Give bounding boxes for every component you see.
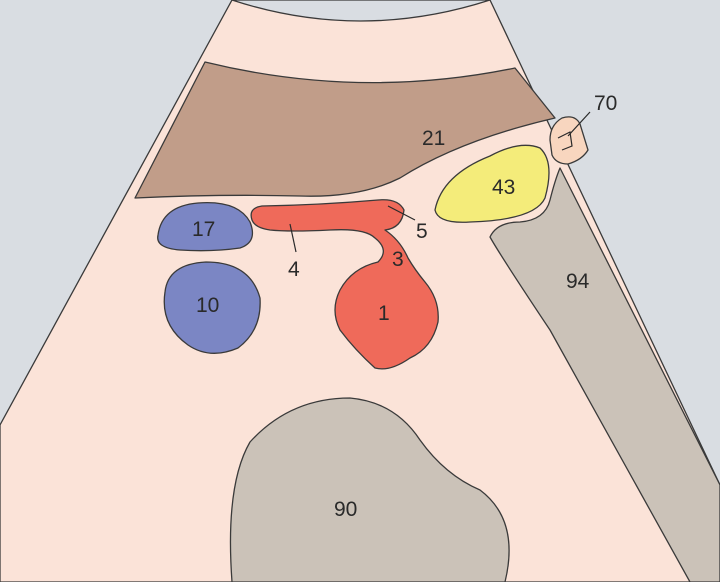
label-5: 5 <box>416 220 428 243</box>
label-4: 4 <box>288 258 300 281</box>
label-1: 1 <box>378 302 390 325</box>
label-17: 17 <box>192 218 215 241</box>
label-94: 94 <box>566 270 590 293</box>
label-70: 70 <box>594 92 617 115</box>
label-43: 43 <box>492 176 515 199</box>
label-21: 21 <box>422 127 445 150</box>
label-10: 10 <box>196 294 219 317</box>
label-3: 3 <box>392 248 404 271</box>
label-90: 90 <box>334 498 357 521</box>
